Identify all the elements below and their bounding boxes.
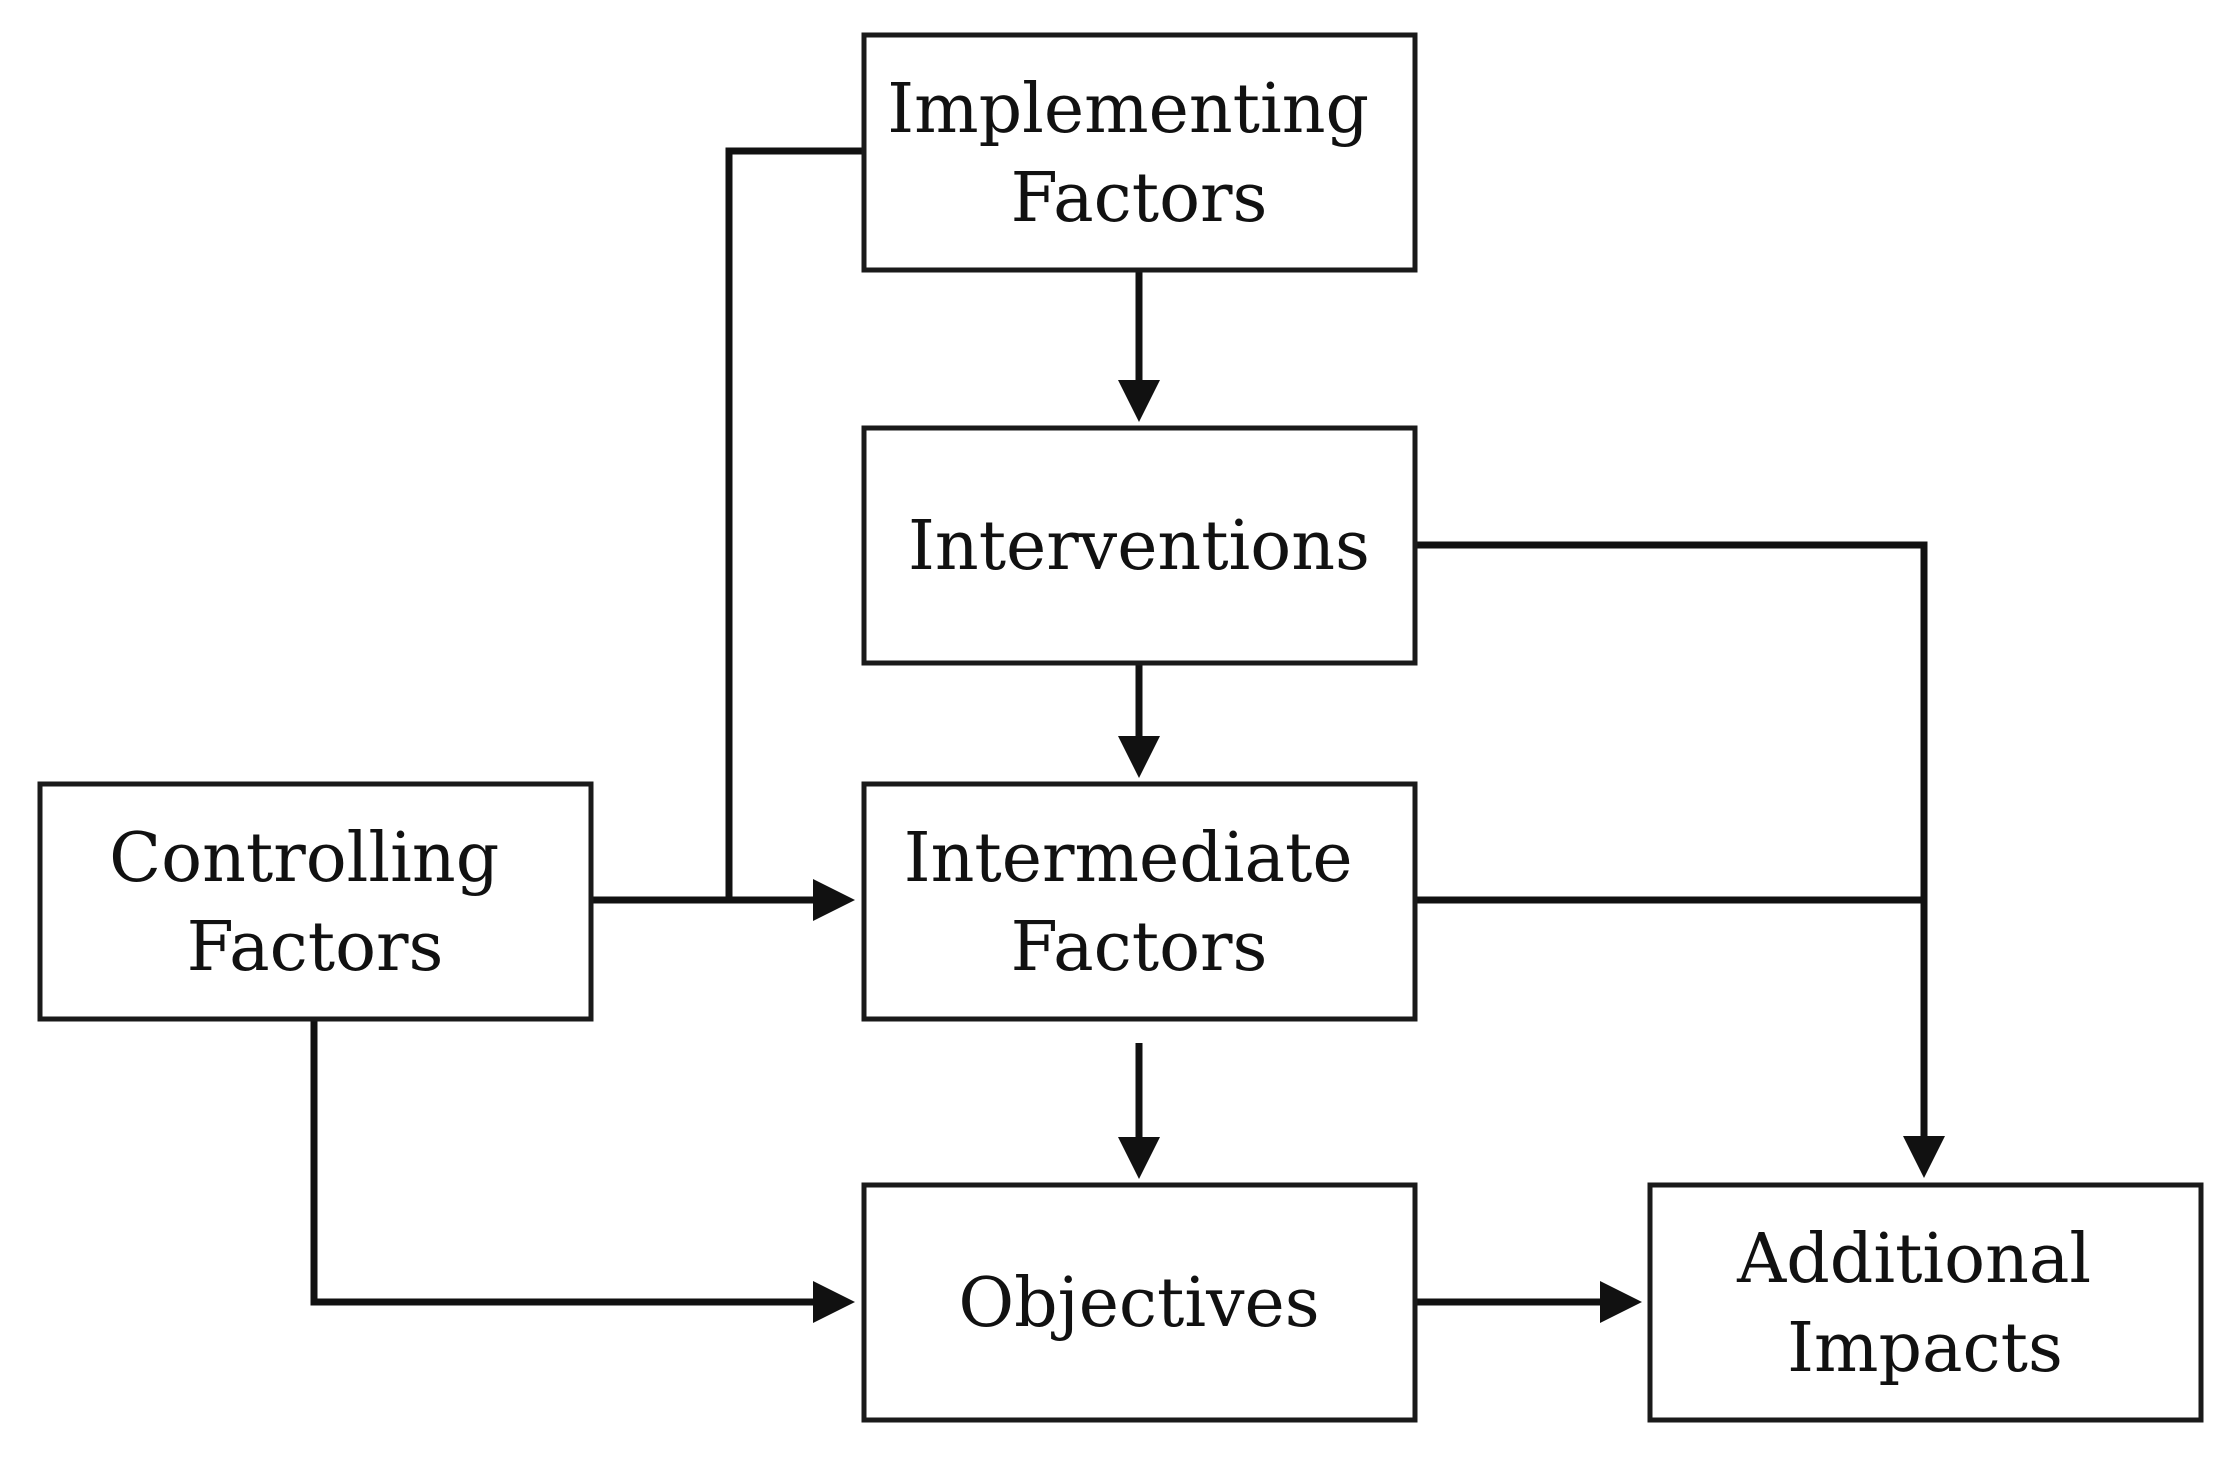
svg-text:Interventions: Interventions bbox=[908, 507, 1370, 586]
node-label-line2: Factors bbox=[1011, 159, 1268, 238]
svg-text:Implementing Factors: Implementing Factors bbox=[887, 70, 1390, 238]
node-label-line1: Intermediate bbox=[904, 819, 1353, 898]
node-controlling-factors: Controlling Factors bbox=[37, 781, 594, 1022]
node-label-line1: Additional bbox=[1736, 1220, 2091, 1299]
node-intermediate-factors: Intermediate Factors bbox=[861, 781, 1418, 1022]
svg-text:Objectives: Objectives bbox=[958, 1264, 1319, 1343]
node-interventions: Interventions bbox=[861, 425, 1418, 666]
node-label-line1: Controlling bbox=[109, 819, 499, 898]
node-box bbox=[861, 32, 1418, 273]
node-box bbox=[861, 425, 1418, 666]
arrow-interventions-to-additional bbox=[1415, 541, 1945, 1178]
svg-text:Additional Impacts: Additional Impacts bbox=[1736, 1220, 2113, 1388]
connectors bbox=[310, 147, 1945, 1323]
node-label-line1: Implementing bbox=[887, 70, 1369, 149]
svg-text:Intermediate Factors: Intermediate Factors bbox=[904, 819, 1374, 987]
node-box bbox=[861, 781, 1418, 1022]
connector-implementing-loop bbox=[725, 147, 864, 900]
node-label-line1: Interventions bbox=[908, 507, 1370, 586]
node-box bbox=[37, 781, 594, 1022]
node-objectives: Objectives bbox=[861, 1182, 1418, 1423]
node-implementing-factors: Implementing Factors bbox=[861, 32, 1418, 273]
node-box bbox=[861, 1182, 1418, 1423]
node-box bbox=[1647, 1182, 2204, 1423]
svg-text:Controlling Factors: Controlling Factors bbox=[109, 819, 521, 987]
node-label-line2: Factors bbox=[187, 908, 444, 987]
node-label-line1: Objectives bbox=[958, 1264, 1319, 1343]
node-additional-impacts: Additional Impacts bbox=[1647, 1182, 2204, 1423]
node-label-line2: Impacts bbox=[1787, 1309, 2063, 1388]
node-label-line2: Factors bbox=[1011, 908, 1268, 987]
arrow-controlling-to-objectives bbox=[310, 1020, 855, 1323]
